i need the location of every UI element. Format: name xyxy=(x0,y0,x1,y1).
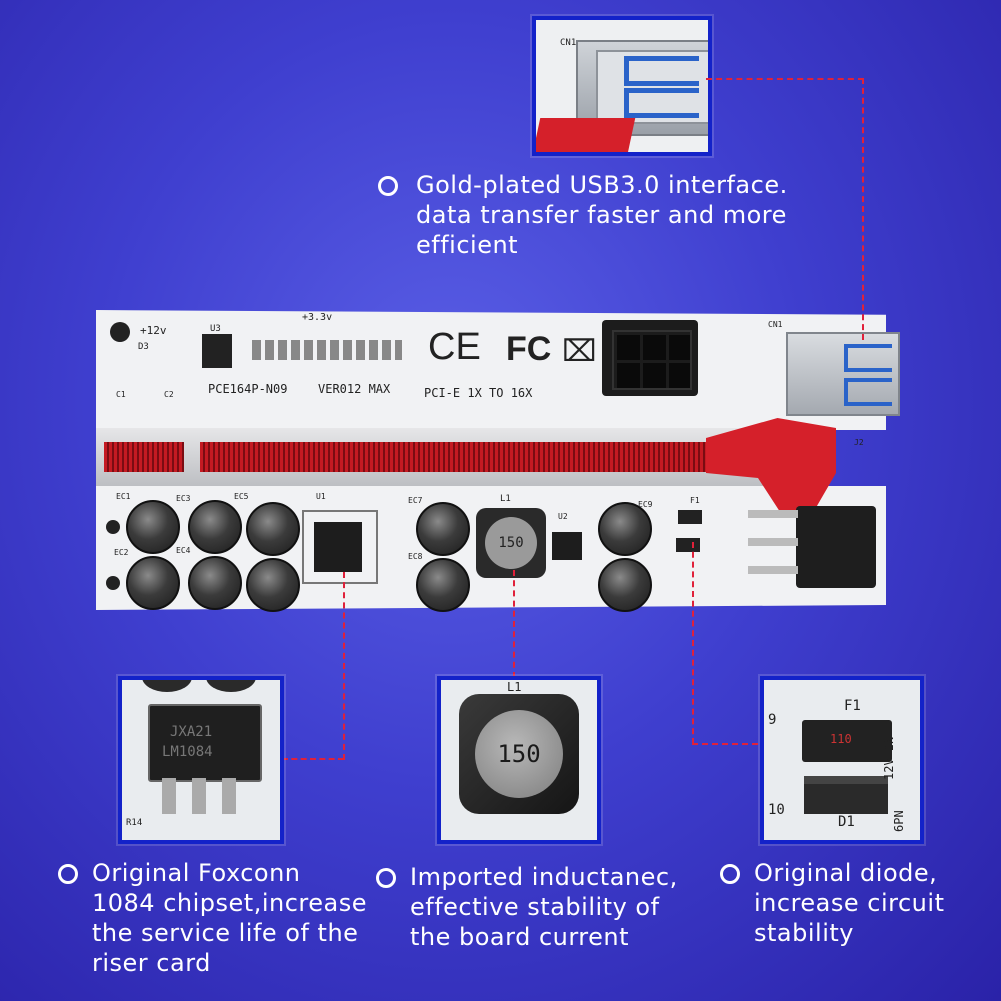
board-usb-port xyxy=(786,332,900,416)
leader-chipset-v xyxy=(343,572,345,760)
label-12v: +12v xyxy=(140,324,167,337)
chip-u2 xyxy=(552,532,582,560)
chip-u1-regulator xyxy=(302,510,378,584)
leader-diode-v xyxy=(692,542,694,744)
capacitor xyxy=(246,502,300,556)
pcie-slot xyxy=(104,442,184,472)
label-pcie: PCI-E 1X TO 16X xyxy=(424,386,533,400)
diode-inset-12v: 12V IN xyxy=(882,736,896,780)
diode-caption: Original diode, increase circuit stabili… xyxy=(720,858,990,948)
leader-usb-h xyxy=(706,78,864,80)
diode-inset-image: F1 9 110 10 D1 12V IN 6PN xyxy=(760,676,924,844)
label-f1: F1 xyxy=(690,496,700,505)
side-power-connector xyxy=(796,506,876,588)
inductor-inset-ref: L1 xyxy=(507,680,522,694)
label-version: VER012 MAX xyxy=(318,382,391,396)
label-ec9: EC9 xyxy=(638,500,653,509)
leader-diode-h xyxy=(692,743,758,745)
capacitor xyxy=(598,558,652,612)
label-3v3: +3.3v xyxy=(302,312,333,323)
inductor-inset-code: 150 xyxy=(475,710,563,798)
label-u2: U2 xyxy=(558,512,568,521)
usb-inset-cn-label: CN1 xyxy=(560,38,577,48)
diode-inset-10: 10 xyxy=(768,802,785,818)
usb-inset-image: CN1 xyxy=(532,16,712,156)
chip-u3 xyxy=(202,334,232,368)
usb-caption-bullet-icon xyxy=(378,176,398,196)
label-u3: U3 xyxy=(210,324,221,334)
capacitor xyxy=(598,502,652,556)
capacitor xyxy=(188,500,242,554)
diode-d1 xyxy=(676,538,700,552)
diode-caption-bullet-icon xyxy=(720,864,740,884)
label-ec3: EC3 xyxy=(176,494,191,503)
usb-caption: Gold-plated USB3.0 interface. data trans… xyxy=(378,170,978,260)
riser-board: +12v D3 U3 +3.3v PCE164P-N09 VER012 MAX … xyxy=(96,310,900,612)
chip-marking-1: JXA21 xyxy=(170,724,213,740)
leader-chipset-h xyxy=(282,758,344,760)
capacitor xyxy=(126,500,180,554)
leader-inductor-v xyxy=(513,570,515,678)
label-j2: J2 xyxy=(854,438,864,447)
chip-marking-2: LM1084 xyxy=(162,744,213,760)
leader-usb-v xyxy=(862,78,864,340)
chipset-caption-bullet-icon xyxy=(58,864,78,884)
chipset-caption: Original Foxconn 1084 chipset,increase t… xyxy=(58,858,378,978)
led-row xyxy=(252,340,402,360)
label-d3: D3 xyxy=(138,342,149,352)
capacitor xyxy=(126,556,180,610)
fuse-f1 xyxy=(678,510,702,524)
inductor-caption: Imported inductanec, effective stability… xyxy=(376,862,696,952)
ce-mark: CE xyxy=(428,326,481,368)
label-cn1: CN1 xyxy=(768,320,783,329)
label-ec4: EC4 xyxy=(176,546,191,555)
label-ec7: EC7 xyxy=(408,496,423,505)
label-model: PCE164P-N09 xyxy=(208,382,288,396)
chipset-inset-image: JXA21 LM1084 R14 xyxy=(118,676,284,844)
diode-inset-d1: D1 xyxy=(838,814,855,830)
inductor-l1: 150 xyxy=(476,508,546,578)
capacitor xyxy=(416,502,470,556)
label-c1: C1 xyxy=(116,390,126,399)
label-ec8: EC8 xyxy=(408,552,423,561)
capacitor xyxy=(246,558,300,612)
diode-inset-9: 9 xyxy=(768,712,777,728)
label-ec5: EC5 xyxy=(234,492,249,501)
diode-inset-6pn: 6PN xyxy=(892,810,906,832)
fuse-component: 110 xyxy=(802,720,892,762)
inductor-inset-image: L1 150 xyxy=(437,676,601,844)
inductor-caption-bullet-icon xyxy=(376,868,396,888)
label-ec2: EC2 xyxy=(114,548,129,557)
capacitor xyxy=(188,556,242,610)
chip-r14-label: R14 xyxy=(126,818,143,828)
label-ec1: EC1 xyxy=(116,492,131,501)
label-u1: U1 xyxy=(316,492,326,501)
red-connector xyxy=(536,118,636,152)
six-pin-connector xyxy=(602,320,698,396)
fc-mark: FC xyxy=(506,330,552,368)
diode-inset-f1: F1 xyxy=(844,698,861,714)
diode-component xyxy=(804,776,888,814)
capacitor xyxy=(416,558,470,612)
label-l1: L1 xyxy=(500,494,511,504)
label-c2: C2 xyxy=(164,390,174,399)
weee-icon: ⌧ xyxy=(562,334,597,369)
pcie-slot-long xyxy=(200,442,774,472)
